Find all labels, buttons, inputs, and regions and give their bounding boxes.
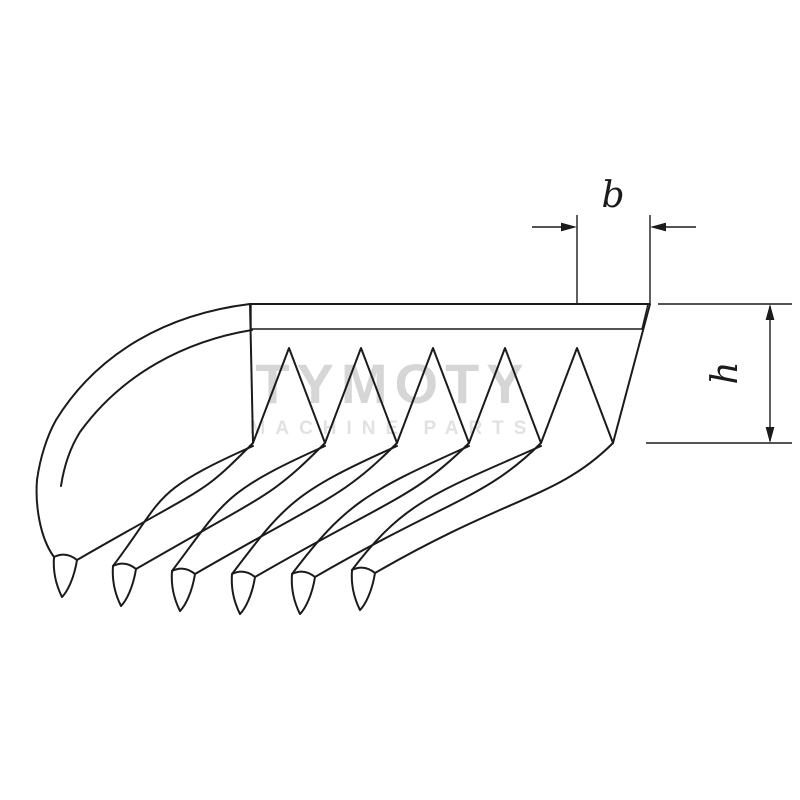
tension-cord-hatch-strip: [250, 303, 649, 330]
dimension-b-arrow-left: [561, 222, 577, 232]
dimension-b: b: [532, 175, 696, 303]
dimension-b-label: b: [601, 175, 624, 216]
belt-outer-edge-curve: [35, 303, 251, 558]
rib-curve: [171, 445, 326, 572]
dimension-h-arrow-bottom: [765, 427, 775, 443]
watermark: TYMOTY MACHINE PARTS: [250, 352, 537, 439]
rib-curve: [314, 442, 542, 578]
rib-curve: [112, 445, 254, 567]
rib-curve: [194, 442, 398, 575]
rib-curve: [291, 445, 470, 575]
dimension-h: h: [646, 303, 792, 444]
rib-end-tip: [111, 562, 137, 607]
belt-inner-edge-curve: [60, 329, 253, 487]
rib-curve: [351, 445, 542, 571]
belt-face-outline: [249, 303, 651, 444]
watermark-brand-text: TYMOTY: [255, 352, 530, 415]
dimension-b-arrow-right: [650, 222, 666, 232]
rib-curve: [76, 442, 254, 561]
rib-curve: [374, 442, 614, 574]
rib-end-tip: [350, 566, 376, 611]
dimension-h-arrow-top: [765, 304, 775, 320]
rib-end-tip: [170, 567, 196, 612]
watermark-subtitle-text: MACHINE PARTS: [250, 418, 537, 439]
rib-end-tip: [52, 553, 78, 598]
rib-end-tips: [52, 553, 376, 615]
rib-curve: [231, 445, 398, 575]
belt-bent-section: [35, 303, 614, 615]
belt-cross-section: [249, 303, 651, 444]
dimension-h-label: h: [705, 361, 746, 384]
rib-end-tip: [230, 570, 256, 615]
rib-curve: [135, 442, 326, 570]
rib-curve: [254, 442, 470, 578]
rib-end-tip: [290, 570, 316, 615]
